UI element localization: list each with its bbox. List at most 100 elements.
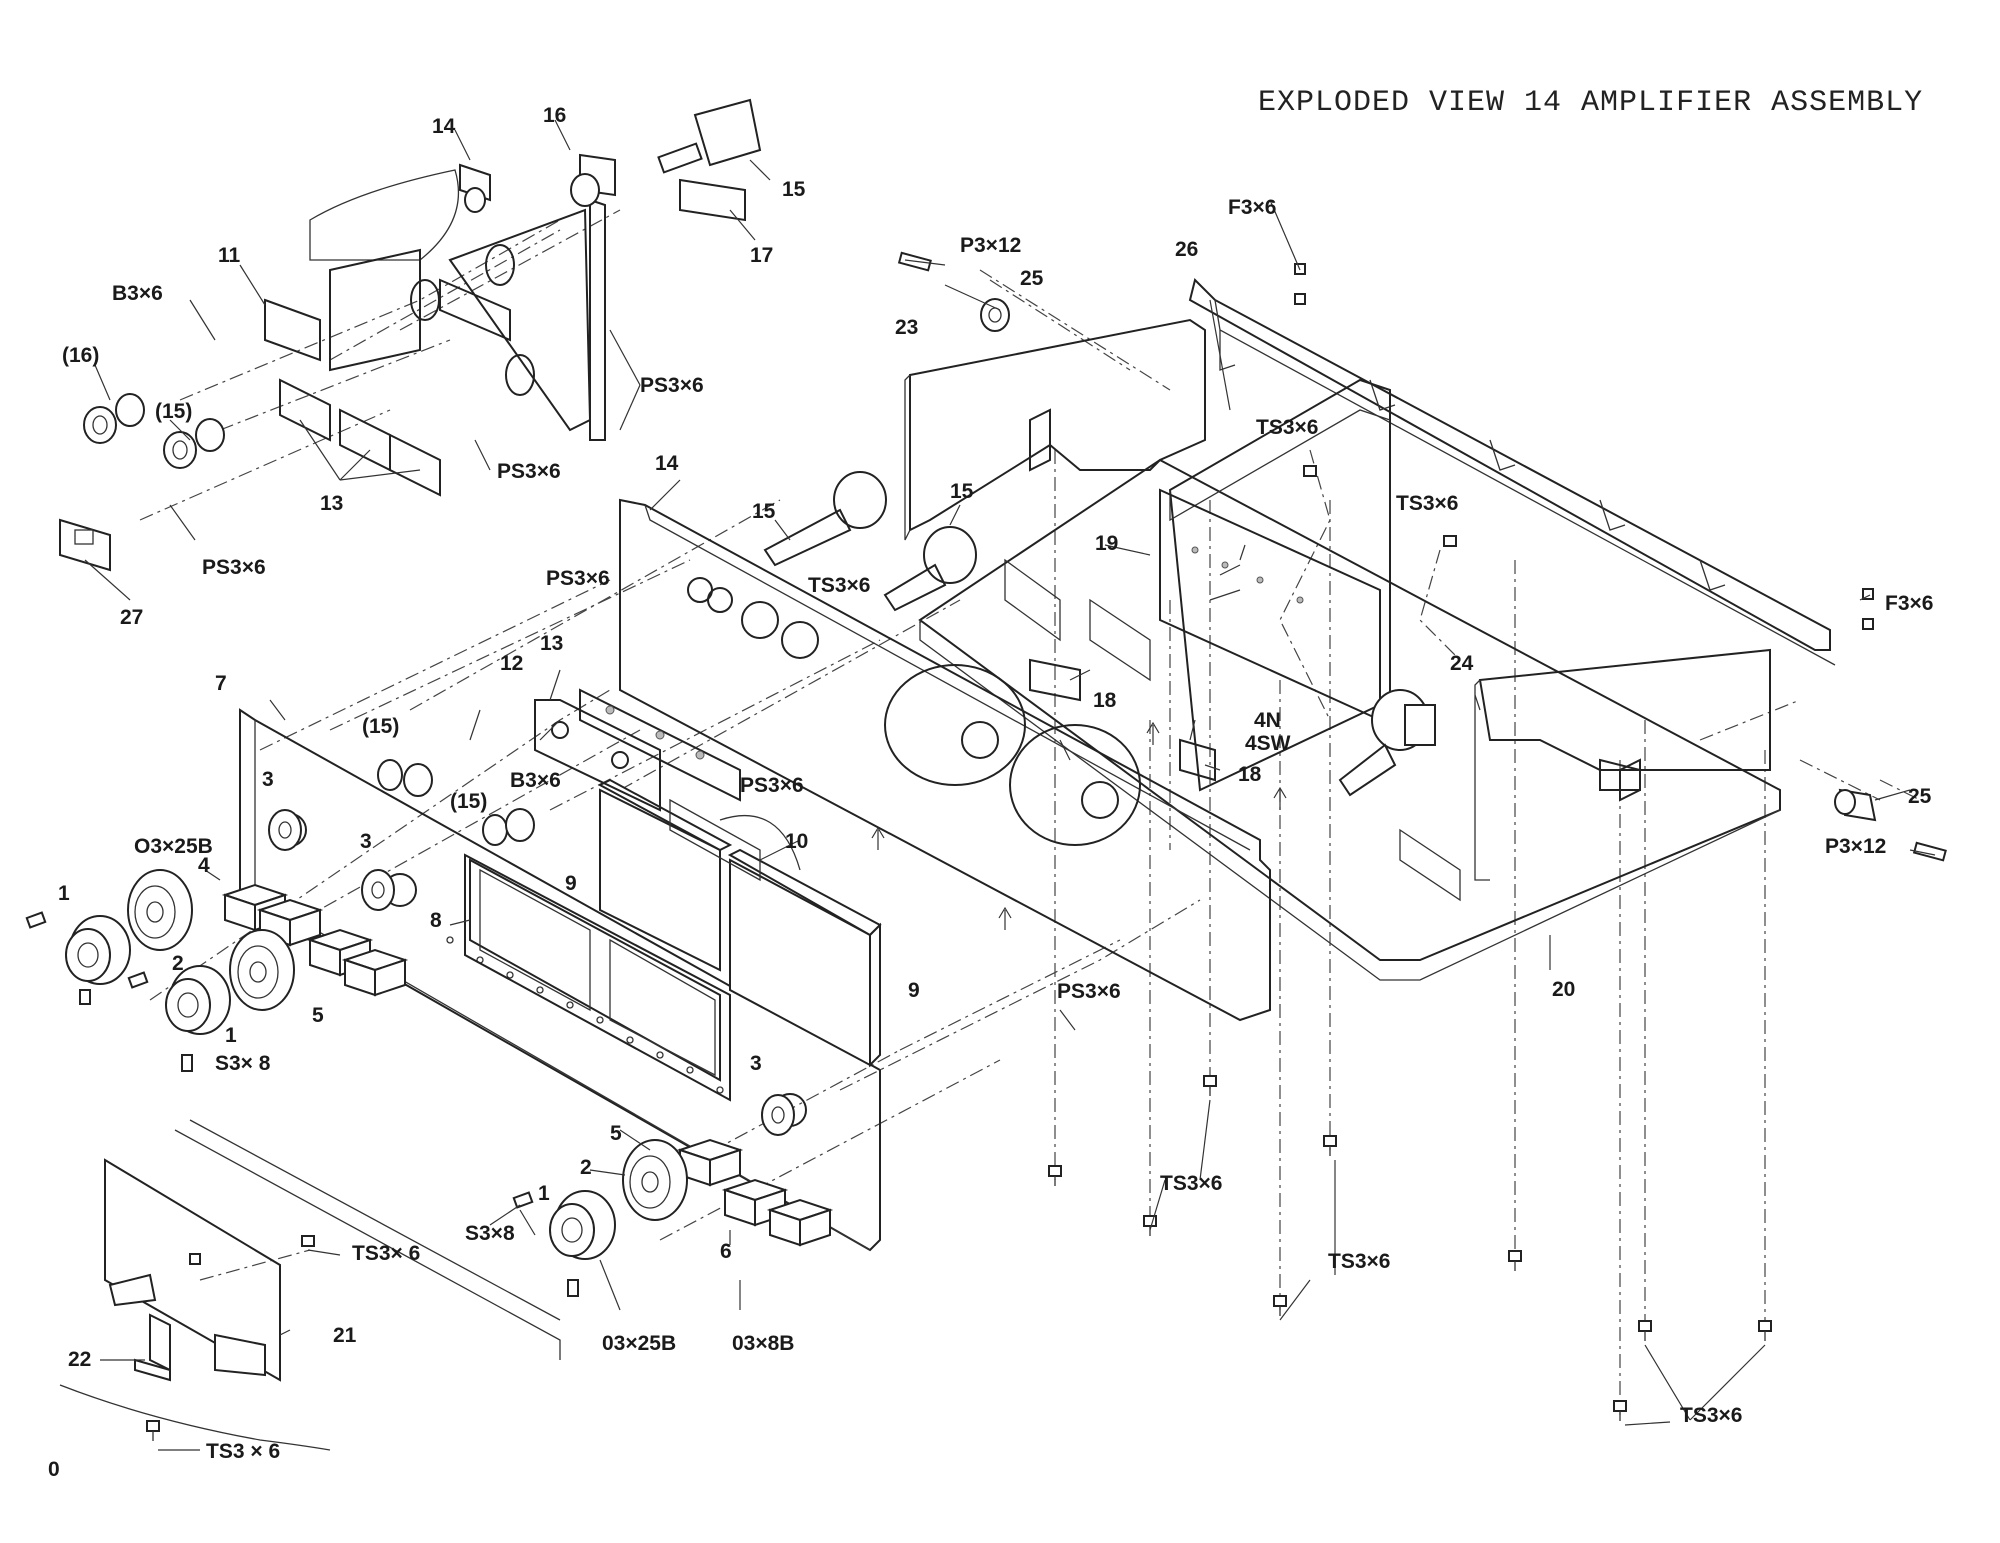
callout-18-a: 18 [1093,689,1117,712]
rear-chassis-frame [1188,278,1836,666]
meter-gasket-10 [669,798,801,882]
assembly-guide-lines [139,209,1921,1415]
label-ts3x6-pot: TS3×6 [808,574,870,597]
knob-cap-25-right [1834,788,1877,822]
callout-13-rear: 13 [320,492,343,515]
board-27 [59,518,111,572]
callout-5-a: 5 [312,1004,324,1027]
pcb-21 [104,1119,561,1382]
callout-14-front: 14 [655,452,679,475]
meter-9-right [727,848,882,1068]
callout-5-b: 5 [610,1122,622,1145]
callout-19: 19 [1095,532,1118,555]
switch-buttons-5b [676,1138,744,1187]
chassis-edge-bottom [59,1384,331,1451]
knob-2-mid [229,929,295,1011]
callout-25-right: 25 [1908,785,1932,808]
leader-lines [84,119,1936,1451]
callout-8: 8 [430,909,442,932]
label-ps3x6-front-b: PS3×6 [740,774,804,797]
callout-6: 6 [720,1240,732,1263]
callout-23: 23 [895,316,918,339]
label-ps3x6-front-c: PS3×6 [1057,980,1121,1003]
label-ts3x6-upper-a: TS3×6 [1256,416,1318,439]
callout-4n: 4N [1254,709,1281,732]
callout-12: 12 [500,652,523,675]
callout-25-top: 25 [1020,267,1044,290]
knob-2-right [622,1139,688,1221]
callout-7: 7 [215,672,227,695]
callout-3-b: 3 [360,830,372,853]
callout-2-a: 2 [172,952,184,975]
callout-14-rear: 14 [432,115,456,138]
callout-1-c: 1 [538,1182,550,1205]
side-bracket-24 [1474,648,1771,881]
terminal-block-18-b [1179,738,1216,782]
label-s3x8-left: S3× 8 [215,1052,271,1075]
board-13-front [579,688,741,802]
nuts-15-front [377,759,535,846]
inner-sub-panel-14 [619,498,1271,1022]
pcb-19 [1159,488,1381,722]
callout-1-b: 1 [225,1024,237,1047]
callout-15-paren-front-b: (15) [450,790,487,813]
knob-1-left [25,911,131,1005]
label-ps3x6-front-a: PS3×6 [546,567,610,590]
assembly-arrows [871,721,1287,930]
boards-13-rear [279,378,441,497]
callout-4: 4 [198,854,210,877]
label-ts3x6-lower-a: TS3×6 [1160,1172,1222,1195]
label-f3x6-right: F3×6 [1885,592,1933,615]
callout-15-rear: 15 [782,178,806,201]
knob-2-left [127,869,193,951]
switch-buttons-4 [221,883,324,947]
callout-26: 26 [1175,238,1198,261]
callout-3-c: 3 [750,1052,762,1075]
label-ps3x6-rear-a: PS3×6 [640,374,704,397]
callout-labels: 14 16 15 17 11 (16) (15) 13 27 14 15 15 … [48,104,1932,1481]
label-p3x12-top: P3×12 [960,234,1021,257]
callout-11: 11 [218,244,241,267]
knob-15-rear [657,98,762,174]
page-title: EXPLODED VIEW 14 AMPLIFIER ASSEMBLY [1258,86,1924,120]
screw-spec-labels: B3×6 PS3×6 PS3×6 PS3×6 PS3×6 PS3×6 PS3×6… [112,196,1933,1463]
callout-16-paren: (16) [62,344,99,367]
callout-16-rear: 16 [543,104,566,127]
label-ps3x6-rear-c: PS3×6 [202,556,266,579]
callout-20: 20 [1552,978,1575,1001]
label-ts3x6-upper-b: TS3×6 [1396,492,1458,515]
rear-subassembly [59,98,762,572]
label-p3x12-right: P3×12 [1825,835,1886,858]
callout-17: 17 [750,244,773,267]
switch-buttons-5a [306,928,409,997]
potentiometer-15-b [883,526,977,612]
label-o3x25b-left: O3×25B [134,835,213,858]
callout-15-pot-a: 15 [752,500,776,523]
callout-2-b: 2 [580,1156,592,1179]
label-ts3x6-bottom: TS3 × 6 [206,1440,280,1463]
label-ts3x6-lower-c: TS3×6 [1680,1404,1742,1427]
corner-mark: 0 [48,1458,60,1481]
callout-15-pot-b: 15 [950,480,974,503]
terminal-block-18-a [1029,658,1081,702]
side-bracket-23 [904,318,1206,541]
label-ts3x6-pcb21: TS3× 6 [352,1242,420,1265]
potentiometer-15-a [763,471,887,567]
panel-screw-holes [446,936,724,1094]
callout-4sw: 4SW [1245,732,1291,755]
callout-15-paren-front-a: (15) [362,715,399,738]
rotary-switch-24 [1338,689,1436,797]
callout-27: 27 [120,606,143,629]
callout-3-a: 3 [262,768,274,791]
label-o3x25b-bottom: 03×25B [602,1332,676,1355]
callout-15-paren-rear: (15) [155,400,192,423]
label-o3x8b: 03×8B [732,1332,794,1355]
label-s3x8-mid: S3×8 [465,1222,515,1245]
callout-21: 21 [333,1324,357,1347]
callout-10: 10 [785,830,808,853]
bracket-22 [134,1313,171,1382]
callout-9-left: 9 [565,872,577,895]
main-chassis-base [918,378,1781,981]
